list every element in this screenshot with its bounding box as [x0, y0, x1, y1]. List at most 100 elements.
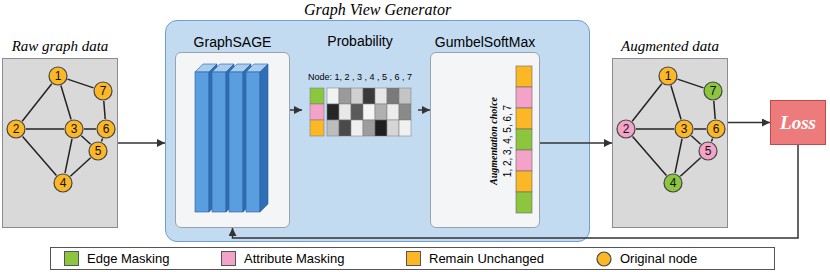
legend-swatch: [221, 251, 236, 266]
module-box: GraphSAGE: [175, 52, 290, 228]
layer-front: [195, 72, 209, 212]
graph-box: Augmented data1234567: [612, 58, 728, 228]
legend-sample: [596, 251, 612, 267]
node-number: 5: [705, 144, 712, 158]
probability-cell: [399, 120, 411, 136]
graph-node: 4: [53, 173, 73, 193]
probability-cell: [351, 120, 363, 136]
node-number: 6: [713, 122, 720, 136]
legend-label: Original node: [620, 251, 697, 266]
probability-cell: [339, 104, 351, 120]
choice-square: [516, 150, 532, 171]
probability-cell: [363, 104, 375, 120]
graph-node: 7: [703, 81, 723, 101]
node-circle: [54, 174, 72, 192]
graph-edge: [22, 84, 52, 121]
graph-node: 5: [88, 141, 108, 161]
rotated-label: 1, 2, 3, 4, 5, 6, 7: [502, 105, 514, 177]
flow-arrow: [540, 142, 612, 144]
node-number: 5: [95, 144, 102, 158]
node-circle: [7, 120, 25, 138]
node-number: 6: [103, 122, 110, 136]
graph-edge: [65, 139, 72, 173]
node-circle: [675, 120, 693, 138]
node-circle: [94, 82, 112, 100]
graph-edge: [691, 136, 700, 144]
heading: GumbelSoftMax: [435, 34, 535, 50]
augmentation-column: [516, 66, 532, 213]
graph-node: 2: [6, 119, 26, 139]
flow-arrow: [118, 142, 165, 144]
layer-side: [243, 64, 251, 212]
layer-front: [246, 72, 260, 212]
layer-side: [260, 64, 268, 212]
graph-edge: [81, 136, 90, 144]
probability-cell: [375, 88, 387, 104]
layer-top: [229, 64, 251, 72]
node-number: 4: [670, 176, 677, 190]
graph-edge: [101, 138, 102, 141]
node-number: 3: [681, 122, 688, 136]
legend-item: Remain Unchanged: [406, 251, 544, 266]
choice-square: [516, 66, 532, 87]
graph-edge: [694, 128, 706, 130]
probability-cell: [375, 104, 387, 120]
node-number: 4: [60, 176, 67, 190]
node-number: 7: [100, 84, 107, 98]
probability-cell: [339, 88, 351, 104]
legend-label: Attribute Masking: [244, 251, 344, 266]
loss-label: Loss: [780, 112, 816, 134]
legend-box: Edge Masking Attribute Masking Remain Unch…: [50, 247, 775, 270]
probability-cell: [363, 120, 375, 136]
node-circle: [707, 120, 725, 138]
graph-edge: [671, 86, 681, 120]
node-circle: [664, 174, 682, 192]
choice-square: [516, 192, 532, 213]
graph-node: 3: [674, 119, 694, 139]
node-number: 3: [71, 122, 78, 136]
node-circle: [49, 67, 67, 85]
layer-front: [212, 72, 226, 212]
connector-group: [22, 79, 798, 238]
graph-node: 1: [658, 66, 678, 86]
legend-label: Remain Unchanged: [429, 251, 544, 266]
index-note: Node: 1, 2 , 3 , 4 , 5 , 6 , 7: [308, 72, 412, 83]
layer-side: [209, 64, 217, 212]
graph-node: 2: [616, 119, 636, 139]
layer-front: [229, 72, 243, 212]
graph-node: 3: [64, 119, 84, 139]
graph-box: Raw graph data1234567: [2, 58, 118, 228]
graph-node: 4: [663, 173, 683, 193]
node-circle: [659, 67, 677, 85]
graph-edge: [714, 101, 715, 119]
node-number: 7: [710, 84, 717, 98]
graph-edge: [26, 128, 64, 130]
flow-arrow: [290, 109, 302, 111]
graph-node: 1: [48, 66, 68, 86]
node-number: 2: [623, 122, 630, 136]
graph-edge: [61, 86, 71, 120]
probability-cell: [363, 88, 375, 104]
node-number: 2: [13, 122, 20, 136]
node-number: 1: [665, 69, 672, 83]
graph-edge: [70, 158, 90, 177]
flow-arrow: [418, 109, 430, 111]
graph-edge: [711, 138, 712, 141]
graphsage-layers: [195, 64, 268, 212]
probability-cell: [327, 104, 339, 120]
probability-grid: [310, 88, 411, 136]
choice-color: [310, 88, 324, 104]
node-circle: [65, 120, 83, 138]
legend-swatch: [64, 251, 79, 266]
choice-square: [516, 129, 532, 150]
probability-cell: [387, 120, 399, 136]
graph-edge: [633, 137, 667, 176]
heading: Graph View Generator: [304, 1, 451, 19]
graph-edge: [104, 101, 105, 119]
legend-label: Edge Masking: [87, 251, 169, 266]
node-circle: [699, 142, 717, 160]
legend-item: Attribute Masking: [221, 251, 344, 266]
layer-side: [226, 64, 234, 212]
heading: GraphSAGE: [194, 34, 272, 50]
